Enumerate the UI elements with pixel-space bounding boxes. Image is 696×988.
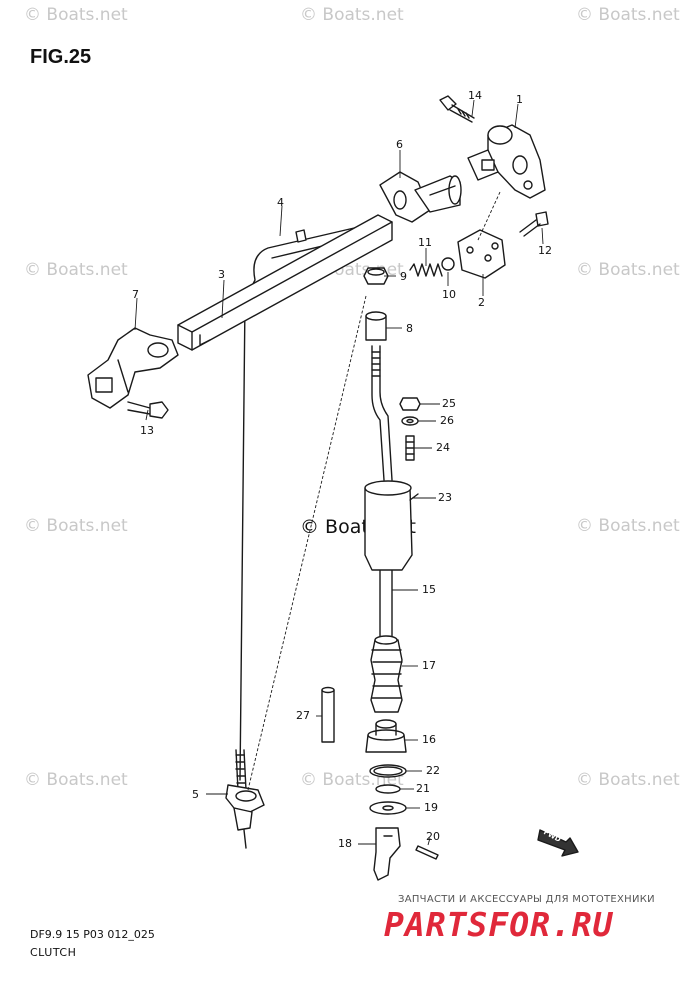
figure-title: FIG.25	[30, 46, 92, 68]
callout-11: 11	[418, 236, 432, 249]
part-18-clutch-lever	[373, 827, 401, 881]
callout-25: 25	[442, 397, 456, 410]
shop-logo: PARTSFOR.RU	[384, 905, 614, 944]
callout-24: 24	[436, 441, 450, 454]
part-16-bushing	[365, 719, 407, 753]
part-15-clutch-rod	[371, 345, 393, 641]
callout-13: 13	[140, 424, 154, 437]
callout-27: 27	[296, 709, 310, 722]
watermark: © Boats.net	[576, 516, 680, 536]
callout-18: 18	[338, 837, 352, 850]
part-19-washer	[369, 801, 407, 815]
callout-4: 4	[277, 196, 284, 209]
callout-6: 6	[396, 138, 403, 151]
callout-21: 21	[416, 782, 430, 795]
callout-20: 20	[426, 830, 440, 843]
watermark: © Boats.net	[300, 5, 404, 25]
part-5-grommet	[225, 784, 265, 849]
part-17-boot	[370, 635, 403, 713]
part-11-spring	[409, 263, 443, 277]
part-9-nut	[363, 267, 389, 285]
part-10-ball	[441, 257, 455, 271]
watermark: © Boats.net	[300, 770, 404, 790]
assembly-line	[477, 191, 501, 241]
figure-code: DF9.9 15 P03 012_025	[30, 928, 155, 941]
watermark: © Boats.net	[576, 770, 680, 790]
callout-8: 8	[406, 322, 413, 335]
watermark: © Boats.net	[576, 260, 680, 280]
shop-tagline: ЗАПЧАСТИ И АКСЕССУАРЫ ДЛЯ МОТОТЕХНИКИ	[398, 894, 655, 905]
callout-10: 10	[442, 288, 456, 301]
part-13-bolt	[127, 401, 169, 419]
callout-9: 9	[400, 270, 407, 283]
leader-lines	[134, 99, 544, 846]
callout-5: 5	[192, 788, 199, 801]
watermark: © Boats.net	[24, 5, 128, 25]
callout-19: 19	[424, 801, 438, 814]
part-12-bolt	[519, 211, 549, 237]
callout-15: 15	[422, 583, 436, 596]
callout-12: 12	[538, 244, 552, 257]
watermark: © Boats.net	[24, 516, 128, 536]
part-14-bolt	[439, 95, 475, 123]
callout-23: 23	[438, 491, 452, 504]
part-21-o-ring	[375, 784, 401, 794]
part-6-shaft	[379, 171, 462, 223]
part-2-plate	[457, 229, 506, 279]
part-23-rod-joint	[364, 480, 419, 571]
callout-2: 2	[478, 296, 485, 309]
part-7-lever	[87, 327, 179, 409]
fwd-arrow	[537, 829, 579, 857]
callout-7: 7	[132, 288, 139, 301]
part-25-nut	[399, 397, 421, 411]
figure-caption: CLUTCH	[30, 946, 77, 959]
callout-16: 16	[422, 733, 436, 746]
watermark: © Boats.net	[24, 770, 128, 790]
part-8-collar	[365, 311, 387, 341]
callout-26: 26	[440, 414, 454, 427]
part-1-clutch-cam	[467, 124, 546, 199]
part-3-square-shaft	[177, 214, 393, 351]
part-20-pin	[415, 845, 439, 860]
callout-3: 3	[218, 268, 225, 281]
callout-14: 14	[468, 89, 482, 102]
callout-22: 22	[426, 764, 440, 777]
part-26-washer	[401, 416, 419, 426]
watermark: © Boats.net	[576, 5, 680, 25]
callout-17: 17	[422, 659, 436, 672]
part-27-pin	[321, 686, 335, 743]
part-22-o-ring	[369, 764, 407, 778]
part-24-stud	[405, 435, 415, 461]
watermark: © Boats.net	[24, 260, 128, 280]
callout-1: 1	[516, 93, 523, 106]
